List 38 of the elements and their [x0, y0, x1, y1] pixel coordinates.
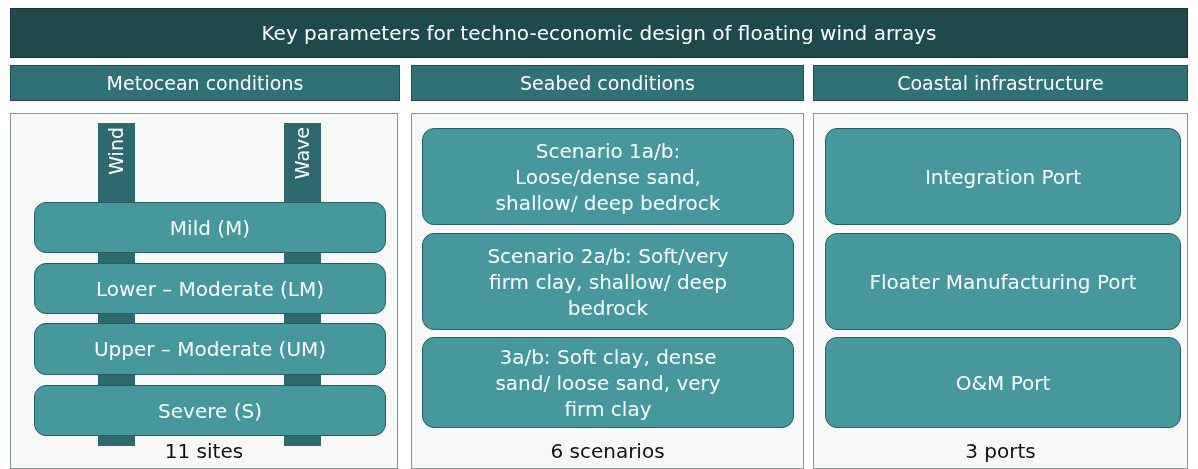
panel-footer-text: 6 scenarios	[550, 438, 665, 464]
rounded-box	[34, 263, 386, 314]
box-text: Severe (S)	[158, 397, 262, 424]
rounded-box	[34, 323, 386, 375]
rounded-box	[825, 337, 1181, 428]
header-text: Seabed conditions	[520, 70, 695, 96]
column-header	[813, 65, 1188, 101]
column-header	[411, 65, 804, 101]
panel-frame	[10, 113, 398, 469]
rounded-box	[34, 202, 386, 253]
box-text: Lower – Moderate (LM)	[95, 275, 325, 302]
column-header	[10, 65, 400, 101]
header-text: Coastal infrastructure	[897, 70, 1104, 96]
panel-footer-text: 3 ports	[965, 438, 1036, 464]
panel-frame	[411, 113, 804, 469]
banner-title: Key parameters for techno-economic design of floating wind arrays	[261, 20, 937, 46]
rounded-box	[825, 233, 1181, 330]
box-text: Scenario 2a/b: Soft/very firm clay, shallow/ deep bedrock	[486, 242, 730, 321]
title-banner	[10, 8, 1188, 58]
bar-label: Wind	[104, 127, 129, 175]
box-text: Integration Port	[924, 163, 1082, 190]
box-text: Scenario 1a/b: Loose/dense sand, shallow/ deep bedrock	[494, 137, 722, 216]
header-text: Metocean conditions	[106, 70, 304, 96]
bar-label: Wave	[290, 127, 315, 180]
box-text: 3a/b: Soft clay, dense sand/ loose sand, very firm clay	[494, 343, 722, 422]
rounded-box	[422, 337, 794, 428]
box-text: Floater Manufacturing Port	[869, 268, 1137, 295]
panel-frame	[813, 113, 1188, 469]
rounded-box	[422, 128, 794, 225]
rounded-box	[422, 233, 794, 330]
rounded-box	[825, 128, 1181, 225]
box-text: O&M Port	[955, 369, 1051, 396]
box-text: Mild (M)	[169, 214, 251, 241]
box-text: Upper – Moderate (UM)	[93, 336, 327, 362]
rounded-box	[34, 385, 386, 436]
vertical-bar	[284, 123, 321, 202]
panel-footer-text: 11 sites	[164, 438, 244, 464]
vertical-bar	[98, 123, 135, 202]
